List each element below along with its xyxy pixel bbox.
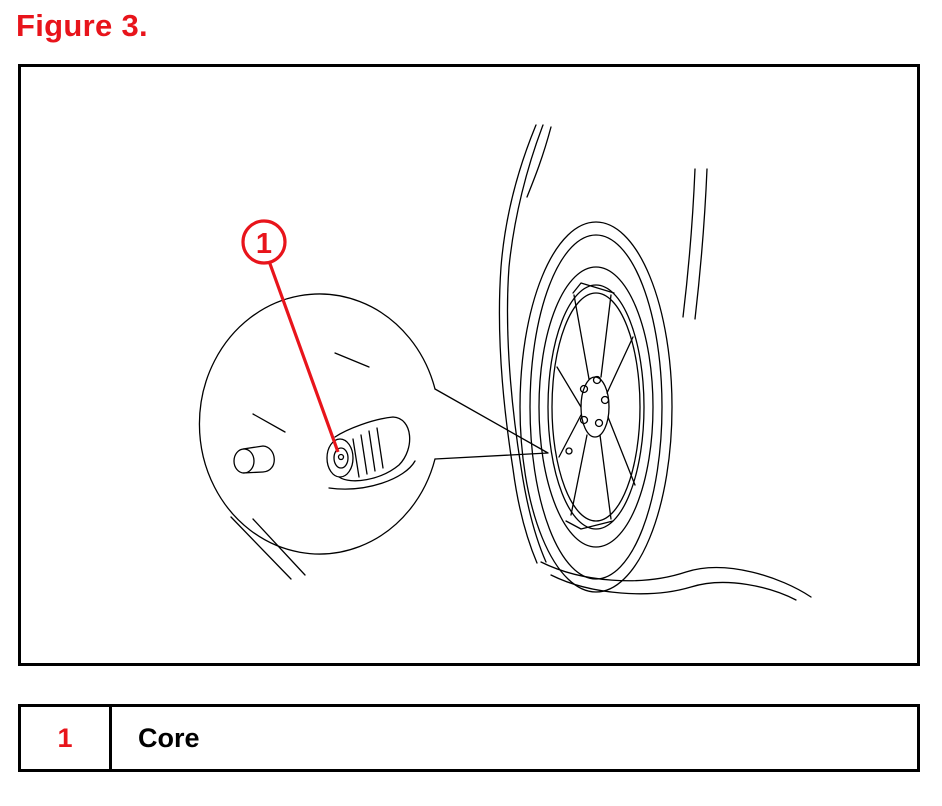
illustration-frame: 1 xyxy=(18,64,920,666)
tire xyxy=(519,221,673,593)
valve-stem-icon xyxy=(326,416,411,482)
callout-1: 1 xyxy=(241,219,340,453)
legend-label: Core xyxy=(138,722,200,753)
legend-number: 1 xyxy=(21,707,112,769)
figure-title: Figure 3. xyxy=(16,8,148,43)
magnifier-callout xyxy=(198,293,549,580)
valve-cap-icon xyxy=(233,445,275,474)
callout-number: 1 xyxy=(256,228,272,260)
wheel-rim xyxy=(547,282,645,530)
tire-valve-illustration: 1 xyxy=(198,124,812,601)
vehicle-body xyxy=(498,124,812,601)
legend-table: 1 Core xyxy=(18,704,920,772)
